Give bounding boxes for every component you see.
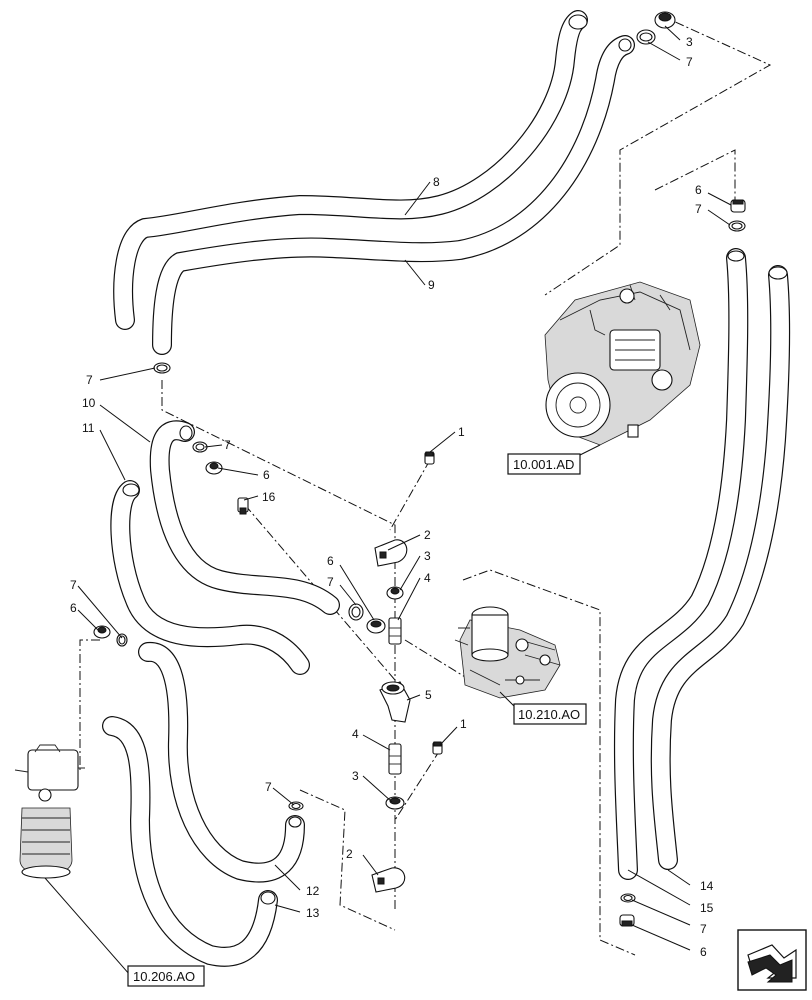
arrow-icon[interactable] — [737, 929, 807, 991]
ring-7-left — [153, 362, 171, 374]
callout-3-center: 3 — [424, 549, 431, 563]
callout-12: 12 — [306, 884, 320, 898]
hose-10 — [149, 420, 340, 615]
callout-4-top: 4 — [424, 571, 431, 585]
filter-head-illustration — [454, 606, 561, 699]
callout-7-right-top: 7 — [695, 202, 702, 216]
callout-3-top: 3 — [686, 35, 693, 49]
hose-9 — [152, 35, 635, 355]
callout-8: 8 — [433, 175, 440, 189]
callout-7-right-bottom: 7 — [700, 922, 707, 936]
fuel-filter-illustration — [14, 744, 85, 879]
screw-1-bottom — [432, 741, 443, 755]
clamp-top-3 — [654, 11, 676, 29]
hose-14 — [650, 265, 791, 870]
fitting-16 — [237, 497, 249, 515]
callout-10: 10 — [82, 396, 96, 410]
callout-14: 14 — [700, 879, 714, 893]
fitting-4-top — [388, 617, 402, 645]
ring-7-right-bottom — [620, 893, 636, 903]
callout-7-hose10: 7 — [224, 438, 231, 452]
leader-lines — [44, 25, 732, 976]
reference-filter-head-label: 10.210.AO — [518, 707, 580, 722]
callout-numbers: 8 9 3 7 7 10 11 7 6 16 1 2 3 4 6 7 5 4 1… — [70, 35, 714, 959]
ring-7-left-mid — [116, 633, 128, 647]
clamp-6-hose10 — [205, 461, 223, 475]
reference-filter-head[interactable]: 10.210.AO — [513, 703, 587, 725]
callout-6-hose10: 6 — [263, 468, 270, 482]
reference-fuel-filter-label: 10.206.AO — [133, 969, 195, 984]
callout-7-top: 7 — [686, 55, 693, 69]
callout-6-right-bottom: 6 — [700, 945, 707, 959]
reference-fuel-filter[interactable]: 10.206.AO — [127, 965, 205, 987]
callout-2-bottom: 2 — [346, 847, 353, 861]
callout-9: 9 — [428, 278, 435, 292]
screw-1-top — [424, 451, 435, 465]
clamp-6-center — [366, 618, 386, 634]
callout-7-left-mid: 7 — [70, 578, 77, 592]
engine-illustration — [544, 281, 701, 446]
ring-7-right-top — [728, 220, 746, 232]
callout-6-center: 6 — [327, 554, 334, 568]
callout-16: 16 — [262, 490, 276, 504]
bracket-2-top — [374, 539, 408, 567]
hose-8 — [113, 10, 588, 330]
hose-15 — [613, 248, 749, 880]
hose-11 — [110, 480, 310, 675]
ring-7-hose10 — [192, 441, 208, 453]
hose-13 — [102, 716, 278, 967]
clamp-3-top — [386, 586, 404, 600]
reference-engine[interactable]: 10.001.AD — [507, 453, 581, 475]
callout-3-bottom: 3 — [352, 769, 359, 783]
reference-engine-label: 10.001.AD — [513, 457, 574, 472]
callout-1-top: 1 — [458, 425, 465, 439]
hose-12 — [138, 642, 305, 883]
callout-7-hose12: 7 — [265, 780, 272, 794]
bracket-2-bottom — [371, 867, 406, 893]
callout-7-left: 7 — [86, 373, 93, 387]
callout-1-bottom: 1 — [460, 717, 467, 731]
callout-6-left: 6 — [70, 601, 77, 615]
tee-5 — [379, 681, 411, 723]
callout-11: 11 — [82, 421, 95, 435]
callout-7-center: 7 — [327, 575, 334, 589]
callout-2-top: 2 — [424, 528, 431, 542]
callout-4-bottom: 4 — [352, 727, 359, 741]
callout-15: 15 — [700, 901, 714, 915]
callout-13: 13 — [306, 906, 320, 920]
clamp-6-right-top — [730, 199, 746, 213]
fitting-4-bottom — [388, 743, 402, 775]
ring-top-7 — [636, 29, 656, 45]
callout-5: 5 — [425, 688, 432, 702]
ring-7-center — [348, 603, 364, 621]
callout-6-right-top: 6 — [695, 183, 702, 197]
clamp-6-right-bottom — [619, 914, 635, 927]
